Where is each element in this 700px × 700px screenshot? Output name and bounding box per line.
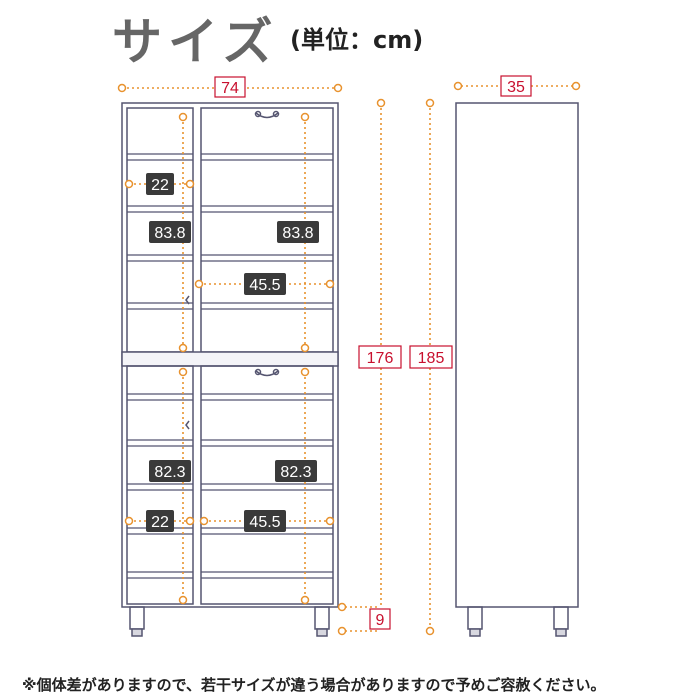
lower-left-width-label: 22	[146, 510, 174, 532]
middle-divider	[121, 351, 339, 367]
upper-right-width-value: 45.5	[249, 277, 280, 294]
side-view	[455, 102, 579, 637]
depth-value: 35	[507, 79, 525, 96]
lower-left-height-label: 82.3	[149, 460, 191, 482]
lower-left-width-value: 22	[151, 514, 169, 531]
page-title: サイズ	[112, 13, 279, 71]
width-value: 74	[221, 80, 239, 97]
side-outline	[455, 102, 579, 608]
dimension-endpoints	[117, 81, 581, 636]
side-right-leg	[553, 606, 569, 630]
depth-label: 35	[500, 75, 532, 97]
leg-label: 9	[369, 608, 391, 630]
upper-latch	[185, 295, 190, 305]
body-height-value: 176	[367, 350, 394, 367]
footnote: ※個体差がありますので、若干サイズが違う場合がありますので予めご容赦ください。	[22, 676, 606, 694]
leg-value: 9	[376, 612, 385, 629]
upper-handle	[255, 112, 279, 119]
upper-right-height-value: 83.8	[282, 225, 313, 242]
upper-shelves	[127, 153, 333, 310]
lower-left-height-value: 82.3	[154, 464, 185, 481]
lower-right-width-value: 45.5	[249, 514, 280, 531]
upper-left-width-value: 22	[151, 177, 169, 194]
unit-label: (単位：cm)	[290, 26, 424, 54]
upper-left-height-value: 83.8	[154, 225, 185, 242]
lower-handle	[255, 370, 279, 377]
side-left-leg	[467, 606, 483, 630]
width-label: 74	[214, 76, 246, 98]
upper-left-height-label: 83.8	[149, 221, 191, 243]
lower-left-door	[126, 365, 194, 605]
upper-left-width-label: 22	[146, 173, 174, 195]
upper-right-width-label: 45.5	[244, 273, 286, 295]
total-height-label: 185	[409, 345, 453, 369]
lower-shelves	[127, 393, 333, 579]
front-right-leg	[314, 606, 330, 630]
upper-right-height-label: 83.8	[277, 221, 319, 243]
lower-right-height-value: 82.3	[280, 464, 311, 481]
lower-right-width-label: 45.5	[244, 510, 286, 532]
lower-right-height-label: 82.3	[275, 460, 317, 482]
total-height-value: 185	[418, 350, 445, 367]
front-left-leg	[129, 606, 145, 630]
lower-latch	[185, 420, 190, 430]
front-view	[121, 102, 339, 637]
body-height-label: 176	[358, 345, 402, 369]
lower-right-door	[200, 365, 334, 605]
